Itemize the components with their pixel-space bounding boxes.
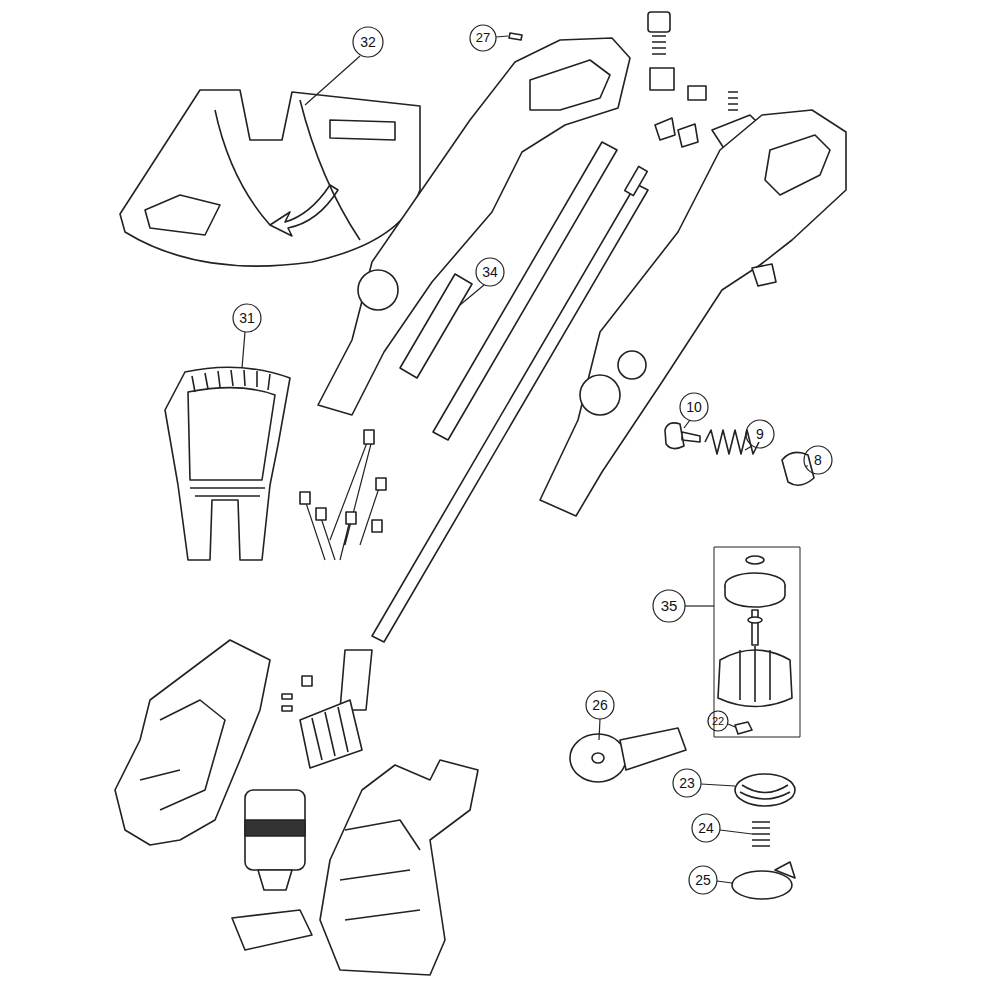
cap-tab xyxy=(775,862,795,878)
spool-spring xyxy=(752,822,770,846)
housing-left-detail xyxy=(140,700,225,810)
kit-box xyxy=(714,547,800,737)
callout-number: 9 xyxy=(756,426,764,442)
edge-wheel-hub xyxy=(592,753,604,763)
handle-left-grip xyxy=(530,60,610,110)
callout-number: 23 xyxy=(679,775,695,791)
handle-left-pivot xyxy=(358,270,398,310)
wheel-arm xyxy=(620,728,686,770)
aux-handle xyxy=(165,367,290,560)
callout-number: 22 xyxy=(712,713,724,729)
handle-right-pivot xyxy=(580,375,620,415)
handle-right-hole xyxy=(618,351,646,379)
switch xyxy=(650,68,674,90)
edge-wheel xyxy=(570,734,626,782)
motor-pinion xyxy=(258,870,292,890)
contact-plates xyxy=(655,118,698,147)
guard-rib xyxy=(215,100,360,240)
spool-cap xyxy=(732,871,792,899)
handle-clip xyxy=(752,264,776,286)
callout-number: 32 xyxy=(360,34,376,50)
housing-right xyxy=(320,760,478,975)
shaft-rod xyxy=(372,184,648,642)
switch-button xyxy=(648,12,670,32)
washer xyxy=(746,556,764,564)
callout-number: 31 xyxy=(239,310,255,326)
callout-number: 25 xyxy=(695,872,711,888)
gear-rim xyxy=(725,585,785,607)
shaft-collar xyxy=(340,650,372,710)
screws xyxy=(282,676,312,711)
knob-ribs xyxy=(312,707,348,760)
housing-right-detail xyxy=(340,820,420,920)
guard-window xyxy=(145,195,220,235)
line-clip xyxy=(735,722,752,734)
wire-harness xyxy=(305,440,380,560)
switch-part xyxy=(688,86,706,100)
handle-left xyxy=(318,38,630,415)
handle-right-grip xyxy=(765,135,830,195)
spool-line xyxy=(740,785,790,799)
callout-number: 35 xyxy=(661,598,678,614)
callout-number: 8 xyxy=(814,452,822,468)
guard-label xyxy=(330,120,395,140)
washer-small xyxy=(748,617,762,623)
screw xyxy=(509,33,522,40)
rod-clip xyxy=(625,166,648,195)
motor-winding xyxy=(245,820,305,836)
hub-ribs xyxy=(740,646,770,702)
callout-number: 24 xyxy=(698,820,714,836)
callout-number: 34 xyxy=(482,264,498,280)
callouts xyxy=(233,25,832,894)
callout-number: 10 xyxy=(686,399,702,415)
spring xyxy=(705,430,759,454)
small-spring xyxy=(728,92,738,110)
callout-number: 27 xyxy=(476,30,490,46)
locking-knob xyxy=(300,700,362,768)
shaft xyxy=(752,610,758,645)
aux-handle-grip xyxy=(190,370,270,496)
label-sticker xyxy=(400,274,472,378)
wire-terminals xyxy=(300,430,386,532)
aux-handle-inner xyxy=(188,388,275,480)
switch-spring xyxy=(652,36,666,54)
gear xyxy=(782,452,814,485)
guard xyxy=(120,90,420,266)
spool xyxy=(735,774,795,806)
spindle xyxy=(665,423,700,449)
motor-clamp xyxy=(232,910,312,950)
guard-arrow xyxy=(270,185,338,236)
callout-number: 26 xyxy=(592,697,608,713)
motor xyxy=(245,790,305,870)
